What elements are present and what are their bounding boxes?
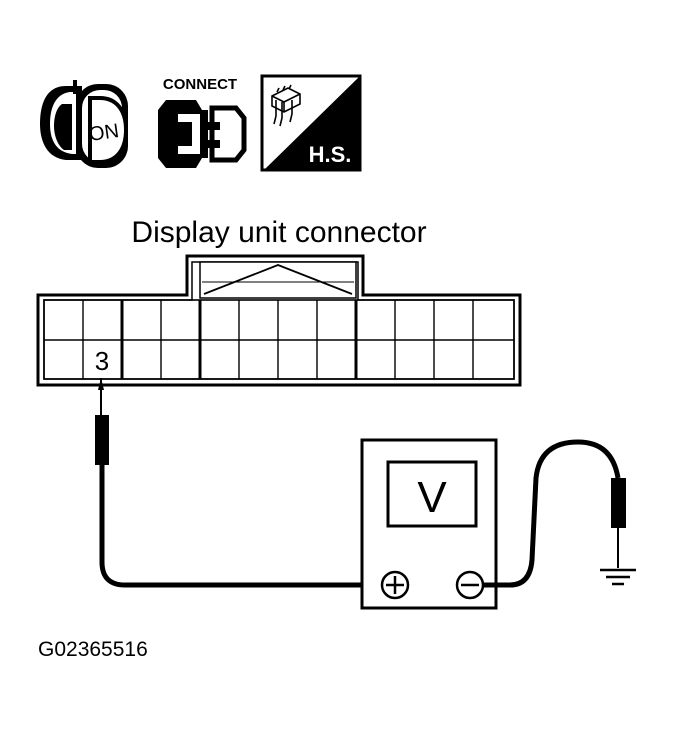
voltmeter-label: V <box>417 473 447 522</box>
ignition-key-icon: ON <box>40 80 129 168</box>
display-unit-connector: 3 <box>36 254 522 387</box>
ground-icon <box>600 568 636 586</box>
harness-connector-icon: H.S. <box>260 74 362 172</box>
negative-probe <box>483 439 626 588</box>
terminal-3-label: 3 <box>95 346 109 376</box>
ignition-on-label: ON <box>88 120 121 146</box>
connector-plug-icon: CONNECT <box>158 76 247 168</box>
hs-label: H.S. <box>309 142 352 167</box>
connect-label: CONNECT <box>163 76 237 93</box>
figure-id: G02365516 <box>38 638 148 661</box>
connector-title: Display unit connector <box>131 216 426 249</box>
voltmeter-icon: V <box>360 438 498 610</box>
positive-probe <box>95 378 382 588</box>
